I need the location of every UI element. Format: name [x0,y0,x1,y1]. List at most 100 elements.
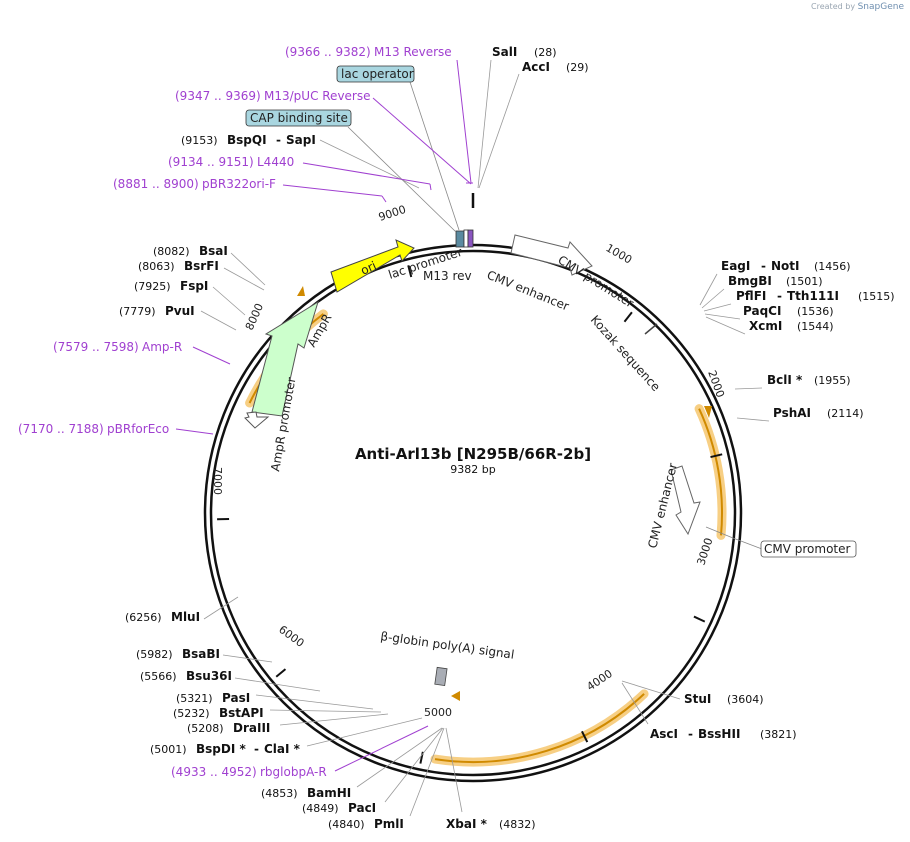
enzyme-pos: (1501) [786,275,823,288]
enzyme-name: AccI [522,60,550,74]
enzyme-name: PmlI [374,817,404,831]
enzyme-pvui: (7779) PvuI [119,304,195,318]
enzyme-name: BsaI [199,244,228,258]
enzyme-bmgbi: BmgBI (1501) [728,274,823,288]
enzyme-name: PaqCI [743,304,781,318]
enzyme-pos: (8082) [153,245,190,258]
tick-mark-2000 [710,453,723,459]
kozak-mark [644,323,658,335]
tick-label-3000: 3000 [694,536,715,567]
enzyme-name: BclI * [767,373,803,387]
tick-mark-4000 [581,730,589,743]
primer-range: (9347 .. 9369) [175,89,261,103]
enzyme-pos: (6256) [125,611,162,624]
enzyme-name: PflFI [736,289,766,303]
tick-mark-9000 [407,265,413,278]
enzyme-sep: - [276,133,281,147]
primer-range: (9134 .. 9151) [168,155,254,169]
enzyme-bamhi: (4853) BamHI [261,786,351,800]
box-label: CMV promoter [764,542,851,556]
enzyme-name: SalI [492,45,517,59]
orf-arc-2 [430,689,649,767]
box-label: CAP binding site [250,111,348,125]
enzyme-pos: (7779) [119,305,156,318]
enzyme-fspi: (7925) FspI [134,279,208,293]
enzyme-name: BspDI * [196,742,246,756]
primer-l4440: (9134 .. 9151) L4440 [168,155,294,169]
credit-prefix: Created by [811,2,856,11]
primer-name: M13/pUC Reverse [264,89,371,103]
primer-range: (8881 .. 8900) [113,177,199,191]
primer-m13-reverse: (9366 .. 9382) M13 Reverse [285,45,452,59]
enzyme-name: StuI [684,692,711,706]
enzyme-name2: BssHII [698,727,740,741]
primer-name: pBRforEco [107,422,169,436]
enzyme-pos: (4840) [328,818,365,831]
primer-name: rbglobpA-R [260,765,327,779]
enzyme-pos: (1515) [858,290,895,303]
enzyme-bsu36i: (5566) Bsu36I [140,669,232,683]
enzyme-pos: (29) [566,61,589,74]
primer-pbr322ori-f: (8881 .. 8900) pBR322ori-F [113,177,276,191]
enzyme-bcli: BclI * (1955) [767,373,851,387]
primer-range: (4933 .. 4952) [171,765,257,779]
cmv-enhancer-1-arrow [510,234,593,276]
cmv-enhancer-1-label: CMV enhancer [485,268,571,314]
enzyme-asci-bsshii: AscI - BssHII (3821) [650,727,797,741]
enzyme-name2: Tth111I [787,289,839,303]
enzyme-name: EagI [721,259,750,273]
enzyme-name: BsrFI [184,259,219,273]
enzyme-name2: ClaI * [264,742,301,756]
enzyme-acci: AccI (29) [522,60,589,74]
m13-rev-label: M13 rev [423,269,472,283]
primer-m13-puc-reverse: (9347 .. 9369) M13/pUC Reverse [175,89,371,103]
feature-leaders [347,81,763,550]
enzyme-sep: - [761,259,766,273]
enzyme-name2: SapI [286,133,316,147]
enzyme-pos: (1536) [797,305,834,318]
enzyme-name: XbaI * [446,817,488,831]
enzyme-eagi-noti: EagI - NotI (1456) [721,259,851,273]
globin-label: β-globin poly(A) signal [380,629,516,662]
enzyme-name: PasI [222,691,250,705]
orf-arc-2-line [434,693,645,764]
enzyme-name: BmgBI [728,274,772,288]
primer-range: (7170 .. 7188) [18,422,104,436]
primer-name: M13 Reverse [374,45,452,59]
ori-arrow [330,239,415,293]
enzyme-pos: (1544) [797,320,834,333]
primer-range: (7579 .. 7598) [53,340,139,354]
enzyme-name: PshAI [773,406,811,420]
enzyme-pos: (1955) [814,374,851,387]
enzyme-pos: (3821) [760,728,797,741]
enzyme-pos: (5566) [140,670,177,683]
enzyme-name: BsaBI [182,647,220,661]
kozak-label: Kozak sequence [588,313,663,394]
primer-leaders [175,59,473,772]
lac-operator-block [463,229,469,248]
enzyme-name: MluI [171,610,200,624]
orf-arrowhead-3 [297,286,305,296]
box [760,540,857,558]
enzyme-mlui: (6256) MluI [125,610,200,624]
tick-label-4000: 4000 [584,667,614,693]
cmv-promoter-box: CMV promoter [760,540,857,558]
enzyme-pos: (2114) [827,407,864,420]
lac-operator-box: lac operator [336,65,415,83]
primer-rbglobpa-r: (4933 .. 4952) rbglobpA-R [171,765,327,779]
box [245,109,352,127]
enzyme-name: FspI [180,279,208,293]
enzyme-pos: (5321) [176,692,213,705]
snapgene-credit: Created by SnapGene [811,2,904,12]
enzyme-name: PvuI [165,304,195,318]
enzyme-bsabi: (5982) BsaBI [136,647,220,661]
enzyme-pmli: (4840) PmlI [328,817,404,831]
primer-range: (9366 .. 9382) [285,45,371,59]
enzyme-bspqi-sapi: (9153) BspQI - SapI [181,133,316,147]
leader-lines [200,59,770,817]
orf-arrowhead-1 [704,406,712,418]
enzyme-draiii: (5208) DraIII [187,721,270,735]
enzyme-name2: NotI [771,259,800,273]
tick-mark-3000 [693,615,706,623]
